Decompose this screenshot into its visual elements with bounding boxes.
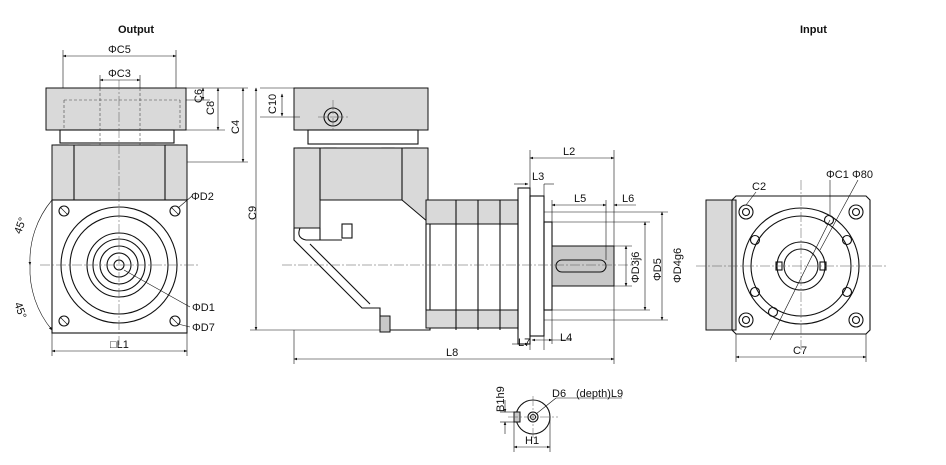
label-l3: L3 xyxy=(532,171,544,183)
label-h1: H1 xyxy=(525,435,539,447)
side-top-flange xyxy=(293,87,429,131)
output-flange xyxy=(45,87,187,131)
side-housing-body xyxy=(293,200,431,331)
side-adapter-bottom xyxy=(425,309,519,329)
label-c6: C6 xyxy=(193,89,205,103)
label-l9: (depth)L9 xyxy=(576,388,623,400)
label-l6: L6 xyxy=(622,193,634,205)
label-c8: C8 xyxy=(205,101,217,115)
label-80: Φ80 xyxy=(852,169,873,181)
label-d7: ΦD7 xyxy=(192,322,215,334)
label-d3: ΦD3j6 xyxy=(630,252,642,283)
output-title: Output xyxy=(118,24,154,36)
output-square-flange xyxy=(51,199,188,334)
shaft-detail: D6 (depth)L9 B1h9 H1 xyxy=(495,386,623,452)
output-view: 45° 45° ΦD2 ΦD1 ΦD7 ΦC5 ΦC3 C6 C8 C4 □L1 xyxy=(11,44,248,356)
side-adapter-top xyxy=(425,199,519,225)
side-view: C10 C9 L2 L3 L5 L6 ΦD3j6 ΦD5 ΦD4g6 xyxy=(247,87,684,364)
label-l8: L8 xyxy=(446,347,458,359)
input-title: Input xyxy=(800,24,827,36)
label-b1: B1h9 xyxy=(495,386,507,412)
side-input-shaft xyxy=(551,245,615,287)
angle-45-bottom: 45° xyxy=(11,301,28,321)
angle-45-top: 45° xyxy=(12,216,29,236)
output-body xyxy=(51,144,188,201)
label-c7: C7 xyxy=(793,345,807,357)
label-d4: ΦD4g6 xyxy=(672,248,684,283)
input-adapter-side xyxy=(705,199,737,331)
label-l1: □L1 xyxy=(110,339,129,351)
label-c1: ΦC1 xyxy=(826,169,849,181)
input-view: C2 ΦC1 Φ80 C7 xyxy=(696,169,886,362)
label-l4: L4 xyxy=(560,332,572,344)
label-c9: C9 xyxy=(247,206,259,220)
label-c10: C10 xyxy=(267,94,279,114)
label-l2: L2 xyxy=(563,146,575,158)
label-l5: L5 xyxy=(574,193,586,205)
label-l7: L7 xyxy=(518,337,530,349)
label-d1: ΦD1 xyxy=(192,302,215,314)
side-input-flange xyxy=(517,187,531,345)
label-d6: D6 xyxy=(552,388,566,400)
label-c4: C4 xyxy=(230,120,242,134)
label-c3: ΦC3 xyxy=(108,68,131,80)
label-c2: C2 xyxy=(752,181,766,193)
label-c5: ΦC5 xyxy=(108,44,131,56)
label-d2: ΦD2 xyxy=(191,191,214,203)
